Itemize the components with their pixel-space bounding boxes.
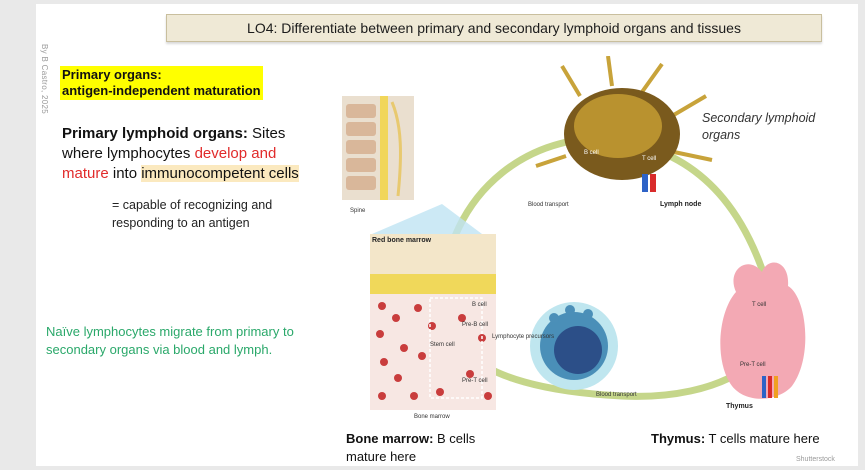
image-credit: Shutterstock: [796, 456, 835, 463]
highlight-line-2: antigen-independent maturation: [62, 83, 261, 98]
lymphocyte-precursors-label: Lymphocyte precursors: [492, 334, 554, 340]
thymus-caption-bold: Thymus:: [651, 431, 706, 446]
definition-cream-text: immunocompetent cells: [141, 165, 299, 182]
highlight-line-1: Primary organs:: [62, 67, 162, 82]
bone-marrow-label: Bone marrow: [414, 414, 450, 420]
definition-term: Primary lymphoid organs:: [62, 125, 248, 142]
lymphocyte-precursor-cell: [530, 302, 618, 390]
bone-marrow-caption-rest: B cells mature here: [346, 431, 476, 464]
thymus-t-cell-label: T cell: [752, 302, 766, 308]
spine-image: [342, 96, 414, 200]
lymph-node-b-cell-label: B cell: [584, 150, 599, 156]
pre-b-cell-label: Pre-B cell: [462, 322, 488, 328]
stem-cell-label: Stem cell: [430, 342, 455, 348]
definition-part-2: into: [108, 165, 142, 182]
bone-marrow-caption: Bone marrow: B cells mature here: [346, 430, 486, 466]
slide: LO4: Differentiate between primary and s…: [36, 4, 858, 466]
bone-marrow-caption-bold: Bone marrow:: [346, 431, 434, 446]
primary-definition: Primary lymphoid organs: Sites where lym…: [62, 124, 312, 184]
pre-t-cell-label: Pre-T cell: [462, 378, 488, 384]
b-cell-label: B cell: [472, 302, 487, 308]
thymus-label: Thymus: [726, 403, 753, 410]
bone-marrow-block: [370, 234, 496, 410]
spine-label: Spine: [350, 208, 366, 214]
thymus-caption-rest: T cells mature here: [705, 431, 820, 446]
red-bone-marrow-label: Red bone marrow: [372, 237, 432, 244]
lymph-node-label: Lymph node: [660, 201, 701, 208]
zoom-wedge: [372, 204, 482, 234]
thymus-pre-t-cell-label: Pre-T cell: [740, 362, 766, 368]
lymph-node: [535, 56, 713, 192]
blood-transport-top-label: Blood transport: [528, 202, 569, 208]
immunocompetent-definition: = capable of recognizing and responding …: [112, 198, 273, 230]
slide-title: LO4: Differentiate between primary and s…: [166, 14, 822, 42]
naive-lymphocytes-note: Naïve lymphocytes migrate from primary t…: [46, 324, 294, 357]
blood-transport-bottom-label: Blood transport: [596, 392, 637, 398]
definition-part-1: Sites where lymphocytes: [62, 125, 286, 162]
definition-red-text: develop and mature: [62, 145, 277, 182]
thymus-organ: [720, 262, 806, 399]
thymus-caption: Thymus: T cells mature here: [651, 430, 851, 448]
secondary-organs-label: Secondary lymphoid organs: [702, 111, 816, 142]
author-credit: By B Castro, 2025: [40, 44, 49, 115]
highlight-box: Primary organs: antigen-independent matu…: [60, 66, 263, 100]
lymphoid-organs-illustration: Spine Red bone marrow B cell Pre-B cell …: [342, 56, 806, 420]
lymph-node-t-cell-label: T cell: [642, 156, 656, 162]
